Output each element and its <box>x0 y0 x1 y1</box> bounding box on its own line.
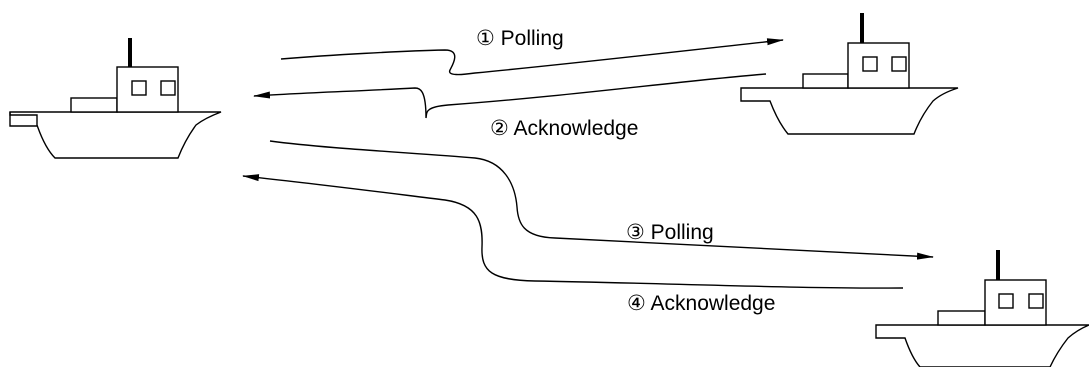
label-acknowledge-4: ④ Acknowledge <box>627 292 775 315</box>
arrow-acknowledge-2 <box>253 73 767 119</box>
ship-left-icon <box>9 38 222 159</box>
label-acknowledge-2: ② Acknowledge <box>490 117 638 140</box>
label-polling-3: ③ Polling <box>626 221 714 244</box>
arrow-polling-3 <box>269 140 934 260</box>
ship-lower-right-icon <box>875 250 1089 367</box>
ship-upper-right-icon <box>740 13 959 135</box>
label-polling-1: ① Polling <box>476 27 564 50</box>
arrow-acknowledge-4 <box>242 174 904 289</box>
arrow-polling-1 <box>280 38 784 76</box>
